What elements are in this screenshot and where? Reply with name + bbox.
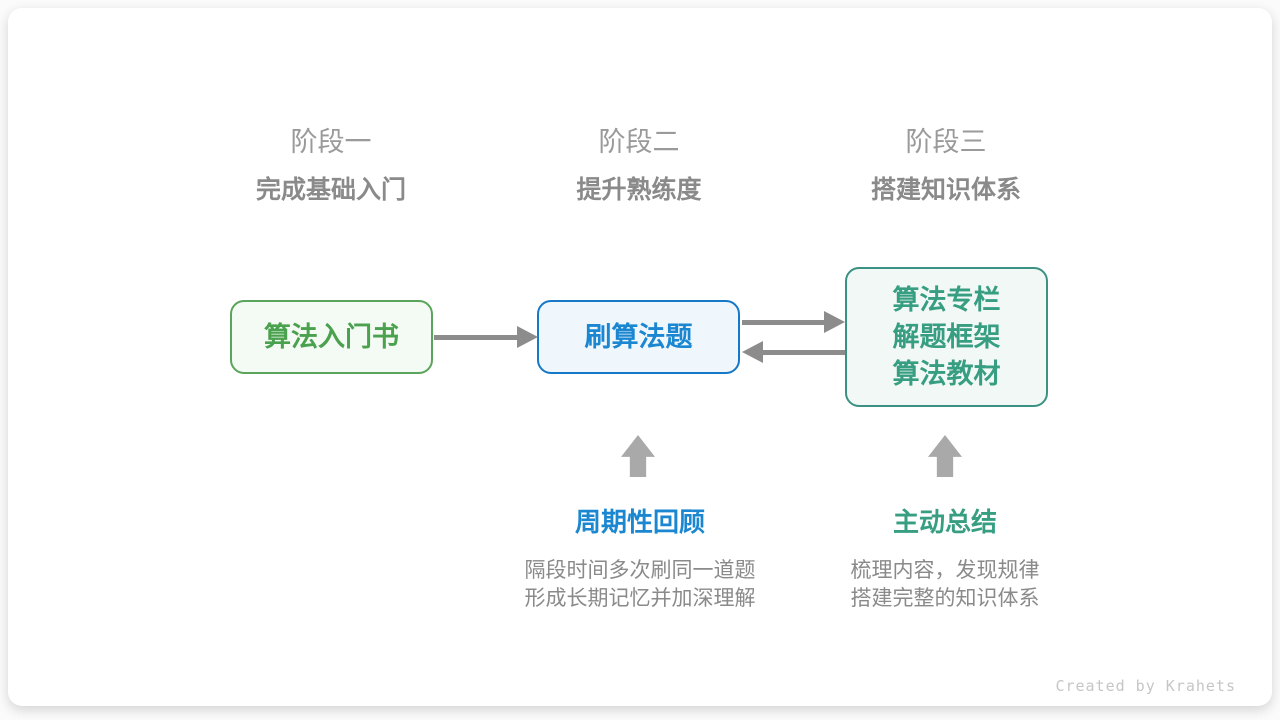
arrow-practice-to-resources <box>742 311 845 333</box>
node-label-line: 算法教材 <box>892 358 1001 389</box>
arrow-resources-to-practice <box>742 341 845 363</box>
node-label-line: 解题框架 <box>892 321 1001 352</box>
credit-text: Created by Krahets <box>1055 677 1236 695</box>
annotation-summarize-desc-line: 搭建完整的知识体系 <box>850 587 1040 610</box>
annotation-review-title: 周期性回顾 <box>574 507 705 537</box>
arrow-shaft <box>742 319 828 325</box>
stage-2-subtitle: 提升熟练度 <box>576 176 702 204</box>
arrow-head-left-icon <box>742 341 763 363</box>
arrow-head-right-icon <box>517 326 538 348</box>
annotation-review-desc: 隔段时间多次刷同一道题 形成长期记忆并加深理解 <box>470 557 810 613</box>
node-label: 刷算法题 <box>584 321 693 352</box>
arrow-shaft <box>434 334 521 340</box>
stage-3-subtitle: 搭建知识体系 <box>870 176 1021 204</box>
node-label: 算法入门书 <box>264 321 399 352</box>
stage-1-subtitle: 完成基础入门 <box>255 176 406 204</box>
stage-2-label: 阶段二 <box>598 127 680 157</box>
annotation-review-desc-line: 形成长期记忆并加深理解 <box>524 587 756 610</box>
stage-3-label: 阶段三 <box>905 127 987 157</box>
annotation-review-desc-line: 隔段时间多次刷同一道题 <box>524 559 756 582</box>
annotation-summarize-desc-line: 梳理内容，发现规律 <box>850 559 1040 582</box>
stage-1-label: 阶段一 <box>290 127 372 157</box>
arrow-book-to-practice <box>434 326 538 348</box>
node-knowledge-resources: 算法专栏 解题框架 算法教材 <box>845 267 1048 407</box>
annotation-summarize-title: 主动总结 <box>892 507 997 537</box>
node-algorithm-intro-book: 算法入门书 <box>230 300 433 374</box>
annotation-summarize-desc: 梳理内容，发现规律 搭建完整的知识体系 <box>775 557 1115 613</box>
arrow-shaft <box>759 349 845 355</box>
node-label-line: 算法专栏 <box>892 284 1001 315</box>
arrow-head-right-icon <box>824 311 845 333</box>
node-practice-problems: 刷算法题 <box>537 300 740 374</box>
